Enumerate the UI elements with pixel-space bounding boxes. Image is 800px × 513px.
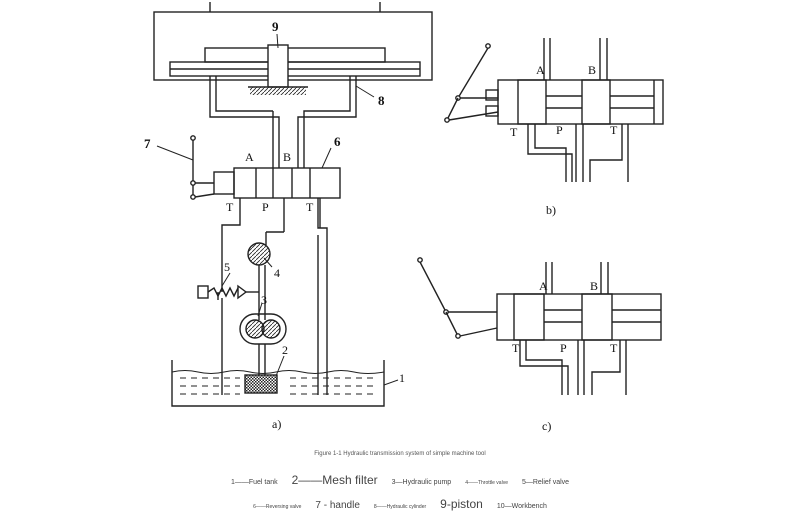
label-2: 2 (282, 343, 288, 357)
reversing-valve (213, 167, 341, 199)
c-port-a-label: A (539, 279, 548, 293)
b-port-t1-label: T (510, 125, 518, 139)
port-a-label: A (245, 150, 254, 164)
label-1: 1 (399, 371, 405, 385)
legend-item-5: 5—Relief valve (521, 479, 570, 486)
c-port-t2-label: T (610, 341, 618, 355)
port-b-label: B (283, 150, 291, 164)
legend-row-2: 6——Reversing valve 7 - handle 8——Hydraul… (0, 497, 800, 511)
legend-item-4: 4——Throttle valve (465, 480, 508, 486)
legend-item-10: 10—Workbench (496, 503, 547, 510)
sublabel-b: b) (546, 203, 556, 217)
legend-item-2: 2——Mesh filter (291, 473, 378, 487)
c-port-p-label: P (560, 341, 567, 355)
legend-item-6: 6——Reversing valve (253, 504, 302, 510)
legend-item-8: 8——Hydraulic cylinder (373, 504, 427, 510)
legend-item-3: 3—Hydraulic pump (391, 479, 452, 486)
labels-a: 7 6 8 9 4 5 3 2 1 A B T P T a) (144, 19, 405, 431)
relief-valve (197, 284, 259, 395)
legend-item-7: 7 - handle (315, 500, 360, 511)
return-and-pressure-lines (221, 198, 328, 395)
port-t2-label: T (306, 200, 314, 214)
label-4: 4 (274, 266, 280, 280)
sublabel-a: a) (272, 417, 281, 431)
piston (248, 44, 308, 95)
legend-item-1: 1——Fuel tank (230, 479, 278, 486)
label-8: 8 (378, 93, 385, 108)
figure-caption: Figure 1-1 Hydraulic transmission system… (314, 451, 486, 457)
b-port-b-label: B (588, 63, 596, 77)
port-p-label: P (262, 200, 269, 214)
labels-c: A B T P T c) (512, 279, 618, 433)
workbench (153, 2, 433, 81)
labels-b: A B T P T b) (510, 63, 618, 217)
label-5: 5 (224, 260, 230, 274)
b-port-a-label: A (536, 63, 545, 77)
throttle-valve (247, 242, 271, 320)
valve-handle (190, 135, 215, 200)
hydraulic-cylinder (169, 47, 421, 77)
mesh-filter (244, 374, 278, 394)
cylinder-body (209, 76, 357, 168)
label-7: 7 (144, 136, 151, 151)
c-port-b-label: B (590, 279, 598, 293)
valve-diagram-b (444, 38, 664, 182)
label-3: 3 (261, 293, 267, 307)
legend-row-1: 1——Fuel tank 2——Mesh filter 3—Hydraulic … (0, 473, 800, 487)
b-port-t2-label: T (610, 123, 618, 137)
hydraulic-pump (239, 313, 287, 375)
sublabel-c: c) (542, 419, 551, 433)
b-port-p-label: P (556, 123, 563, 137)
c-port-t1-label: T (512, 341, 520, 355)
label-6: 6 (334, 134, 341, 149)
leader-lines-a (156, 33, 399, 386)
fuel-tank (171, 360, 385, 407)
legend-item-9: 9-piston (440, 497, 483, 511)
valve-diagram-c (417, 257, 662, 395)
label-9: 9 (272, 19, 279, 34)
port-t1-label: T (226, 200, 234, 214)
